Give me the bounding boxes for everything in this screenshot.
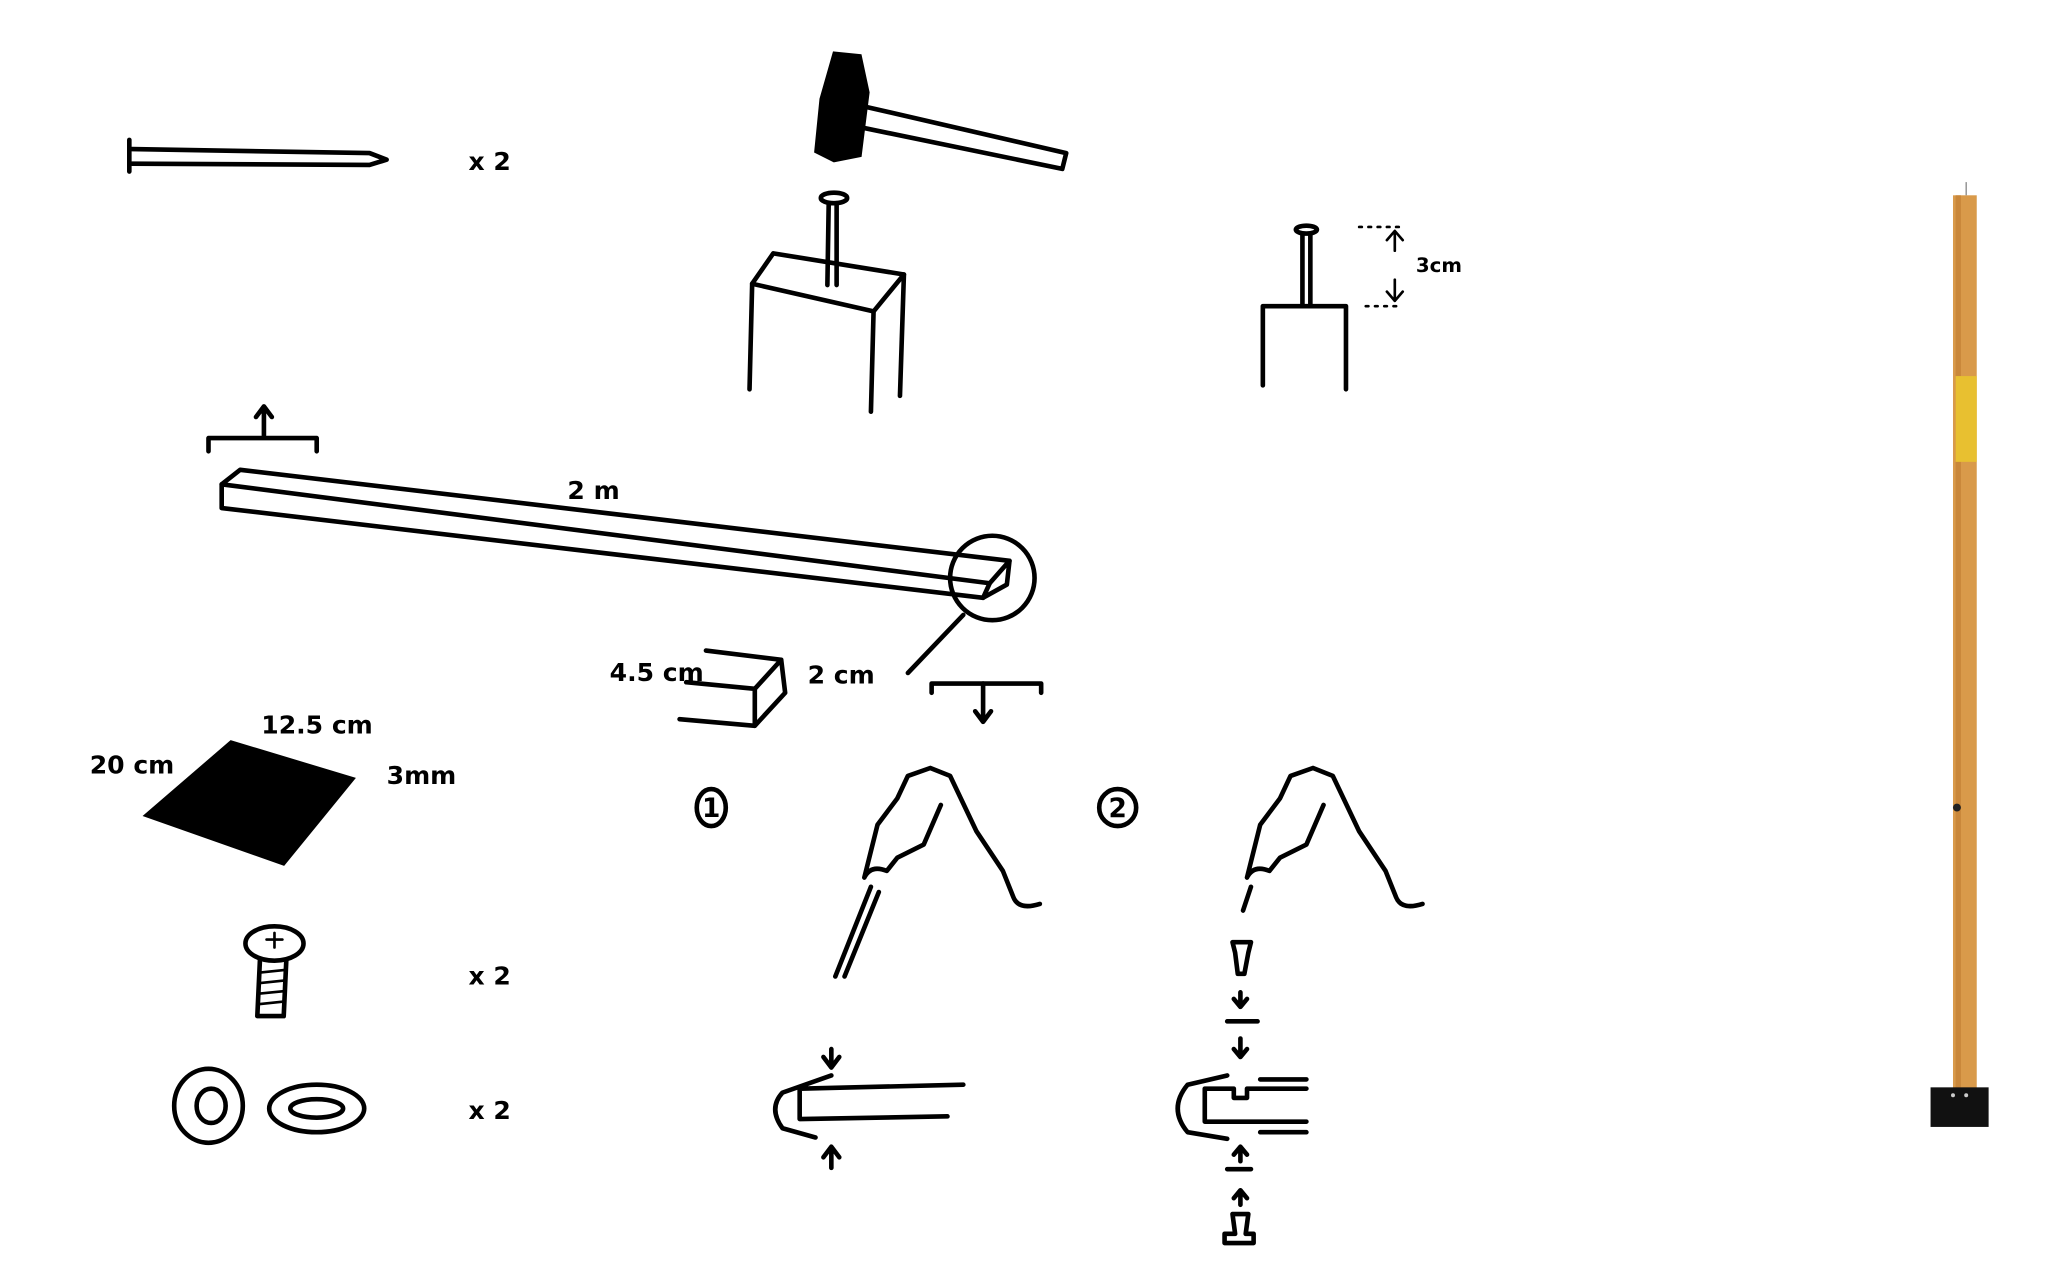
plank-illustration: [206, 404, 1037, 676]
step-2-marker: 2: [1096, 786, 1139, 829]
plank-thickness-label: 2 cm: [808, 661, 875, 690]
finished-stick-photo: [1930, 182, 1989, 1127]
step-1-number: 1: [702, 794, 720, 824]
pad-thickness-label: 3mm: [387, 761, 457, 790]
plank-width-label: 4.5 cm: [610, 658, 704, 687]
washer-illustration: [171, 1066, 367, 1146]
step-1-marker: 1: [694, 786, 729, 829]
nail-quantity-label: x 2: [468, 147, 510, 176]
pad-length-label: 20 cm: [90, 750, 175, 779]
screw-step-2-illustration: [1175, 765, 1425, 1246]
screw-illustration: [243, 924, 306, 1019]
nail-illustration: [127, 137, 389, 174]
drill-step-1-illustration: [772, 765, 1043, 1171]
plank-section-illustration: [677, 648, 1044, 729]
hammer-illustration: [814, 51, 1069, 172]
plank-length-label: 2 m: [567, 476, 619, 505]
screw-quantity-label: x 2: [468, 961, 510, 990]
step-2-number: 2: [1109, 794, 1127, 824]
post-with-nail-illustration: [747, 190, 907, 415]
nail-depth-illustration: [1260, 223, 1405, 392]
rubber-pad-illustration: [142, 740, 356, 866]
washer-quantity-label: x 2: [468, 1096, 510, 1125]
nail-height-label: 3cm: [1416, 254, 1462, 277]
pad-width-label: 12.5 cm: [261, 711, 373, 740]
